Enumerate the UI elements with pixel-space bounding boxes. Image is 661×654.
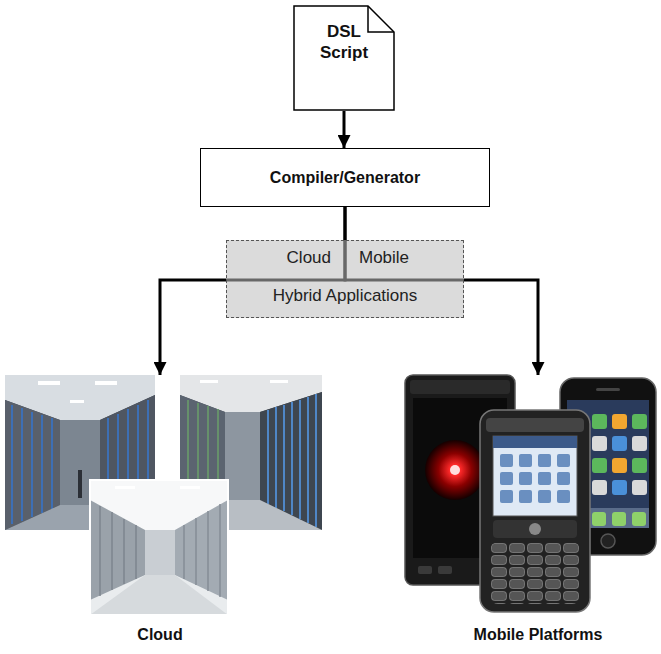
panel-caption: Mobile Platforms xyxy=(474,625,603,644)
server-room-photo-part-part xyxy=(207,511,209,591)
server-room-photo-part-part xyxy=(283,405,285,511)
blackberry-phone xyxy=(480,410,590,612)
server-room-photo-part xyxy=(12,405,52,524)
process-label: Compiler/Generator xyxy=(270,168,420,187)
server-room-photo-part xyxy=(180,486,200,489)
server-room-photo-part xyxy=(115,486,135,489)
server-room-photo-part-part xyxy=(51,418,53,509)
image-panel: Mobile Platforms xyxy=(420,375,656,650)
blackberry-phone-part xyxy=(490,542,580,604)
server-room-photo-part-part xyxy=(21,408,23,521)
server-room-photo-part-part xyxy=(299,400,301,519)
server-room-photo-part-part xyxy=(291,402,293,515)
blackberry-phone-part xyxy=(529,523,541,535)
connector-arrow xyxy=(343,111,346,148)
server-room-photo-part xyxy=(78,470,82,498)
document-shape: DSL Script xyxy=(293,5,395,111)
server-room-photo-part-part xyxy=(195,518,197,585)
document-title: DSL Script xyxy=(312,21,376,64)
blackberry-phone-part xyxy=(493,520,577,538)
document-page xyxy=(294,6,394,110)
server-room-photo-part xyxy=(268,394,316,527)
server-room-photo-part-part xyxy=(123,519,125,584)
iphone-part xyxy=(596,388,620,391)
server-room-photo-part-part xyxy=(183,525,185,579)
server-room-photo-part xyxy=(38,381,60,385)
photo-border xyxy=(90,480,228,615)
panel-caption: Cloud xyxy=(137,625,182,644)
server-room-photo-part xyxy=(95,381,117,385)
document-fold xyxy=(368,6,394,32)
server-room-photo-part-part xyxy=(99,506,101,596)
group-box: Cloud MobileHybrid Applications xyxy=(226,240,464,318)
server-room-photo-part xyxy=(100,506,136,596)
server-room-photo-part-part xyxy=(11,405,13,524)
server-room-photo-part xyxy=(270,380,288,383)
server-room-photo-part xyxy=(145,530,175,575)
server-room-photo-part xyxy=(200,380,218,383)
server-room-photo-part-part xyxy=(219,504,221,597)
android-phone-part xyxy=(425,440,485,500)
server-room-photo-part xyxy=(90,480,228,615)
blackberry-phone-part xyxy=(497,452,573,506)
android-phone-part xyxy=(418,566,432,574)
android-phone-part xyxy=(450,465,460,475)
server-room-photo-part xyxy=(70,400,84,403)
server-room-photo-part-part xyxy=(315,394,317,527)
server-room-photo-part-part xyxy=(41,415,43,513)
server-room-photo xyxy=(90,480,228,615)
server-room-photo-part-part xyxy=(267,410,269,504)
group-label: Mobile xyxy=(359,248,409,267)
android-phone-part xyxy=(438,566,452,574)
server-room-photo-part-part xyxy=(135,525,137,579)
group-label: Cloud xyxy=(287,248,331,267)
image-panel: Cloud xyxy=(5,375,315,650)
server-room-photo-part-part xyxy=(307,397,309,523)
server-room-photo-part xyxy=(184,504,220,597)
server-room-photo-part xyxy=(90,575,228,615)
server-room-photo-part-part xyxy=(111,512,113,590)
blackberry-phone-part xyxy=(480,410,590,612)
blackberry-phone-part xyxy=(493,436,577,448)
server-room-photo-part xyxy=(225,412,260,500)
group-label: Hybrid Applications xyxy=(273,286,418,305)
blackberry-phone-part xyxy=(493,436,577,516)
server-room-photo-part-part xyxy=(31,412,33,517)
iphone-part xyxy=(601,534,615,548)
server-room-photo-part-part xyxy=(275,407,277,508)
android-phone-part xyxy=(410,380,510,394)
blackberry-phone-part xyxy=(486,418,584,432)
process-box: Compiler/Generator xyxy=(200,148,490,207)
